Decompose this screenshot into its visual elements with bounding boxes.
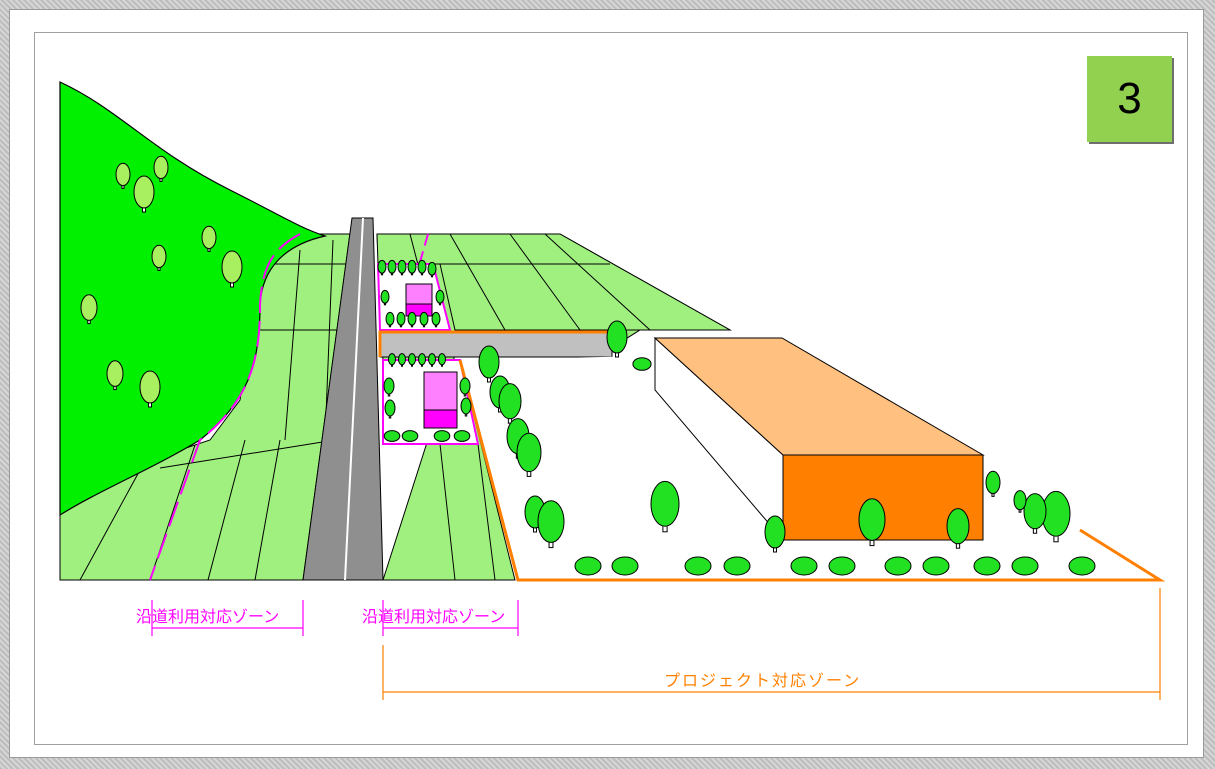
label-roadside-right: 沿道利用対応ゾーン (362, 607, 505, 626)
tree-icon (221, 250, 243, 288)
tree-icon (151, 244, 167, 271)
label-project-zone: プロジェクト対応ゾーン (664, 671, 861, 690)
tree-icon (459, 377, 471, 397)
shrub-icon (790, 556, 818, 576)
shrub-icon (973, 556, 1001, 576)
tree-icon (398, 353, 406, 367)
shrub-icon (383, 430, 401, 442)
shrub-icon (1068, 556, 1096, 576)
roadside-zone-boundary-left (149, 233, 301, 581)
tree-icon (407, 259, 417, 276)
hillside (59, 81, 328, 517)
tree-icon (516, 432, 542, 477)
tree-icon (407, 311, 417, 328)
shrub-icon (632, 357, 652, 371)
tree-icon (858, 498, 886, 547)
project-boundary-top (378, 330, 612, 357)
tree-icon (427, 261, 437, 278)
tree-icon (1023, 493, 1047, 534)
small-building-lower-front (423, 409, 458, 429)
shrub-icon (1011, 556, 1039, 576)
tree-icon (384, 399, 396, 419)
tree-icon (80, 294, 98, 325)
shrub-icon (453, 430, 471, 442)
label-roadside-left: 沿道利用対応ゾーン (136, 607, 279, 626)
tree-icon (385, 311, 395, 328)
trees (80, 155, 1096, 576)
tree-icon (133, 175, 155, 213)
tree-icon (383, 377, 395, 397)
tree-icon (417, 259, 427, 276)
project-dimension-line (382, 588, 1161, 700)
tree-icon (396, 311, 406, 328)
tree-icon (115, 162, 131, 189)
shrub-icon (574, 556, 602, 576)
shrub-icon (611, 556, 639, 576)
tree-icon (764, 515, 786, 553)
shrub-icon (401, 430, 419, 442)
tree-icon (388, 353, 396, 367)
tree-icon (478, 345, 500, 383)
tree-icon (435, 289, 445, 306)
shrub-icon (723, 556, 751, 576)
road (302, 217, 384, 581)
tree-icon (153, 155, 169, 182)
shrub-icon (684, 556, 712, 576)
project-zone-boundary (458, 359, 1166, 582)
shrub-icon (433, 430, 451, 442)
step-number-badge: 3 (1087, 56, 1172, 142)
tree-icon (387, 259, 397, 276)
shrub-icon (884, 556, 912, 576)
tree-icon (201, 225, 217, 252)
tree-icon (985, 470, 1001, 497)
tree-icon (650, 480, 680, 533)
shrub-icon (828, 556, 856, 576)
tree-icon (606, 320, 628, 358)
road-centerline (344, 217, 364, 581)
step-number: 3 (1117, 74, 1142, 123)
roadside-dimension-lines (151, 600, 519, 636)
tree-icon (1013, 490, 1027, 513)
tree-icon (397, 259, 407, 276)
tree-icon (431, 311, 441, 328)
tree-icon (408, 353, 416, 367)
tree-icon (139, 370, 161, 408)
tree-icon (106, 360, 124, 391)
tree-icon (438, 353, 446, 367)
tree-icon (380, 289, 390, 306)
shrub-icon (922, 556, 950, 576)
tree-icon (377, 259, 387, 276)
tree-icon (419, 311, 429, 328)
tree-icon (537, 500, 565, 549)
tree-icon (946, 508, 970, 549)
roadside-zone-boundary-right (419, 233, 429, 263)
tree-icon (498, 383, 522, 424)
tree-icon (460, 397, 472, 417)
tree-icon (418, 353, 426, 367)
tree-icon (428, 353, 436, 367)
